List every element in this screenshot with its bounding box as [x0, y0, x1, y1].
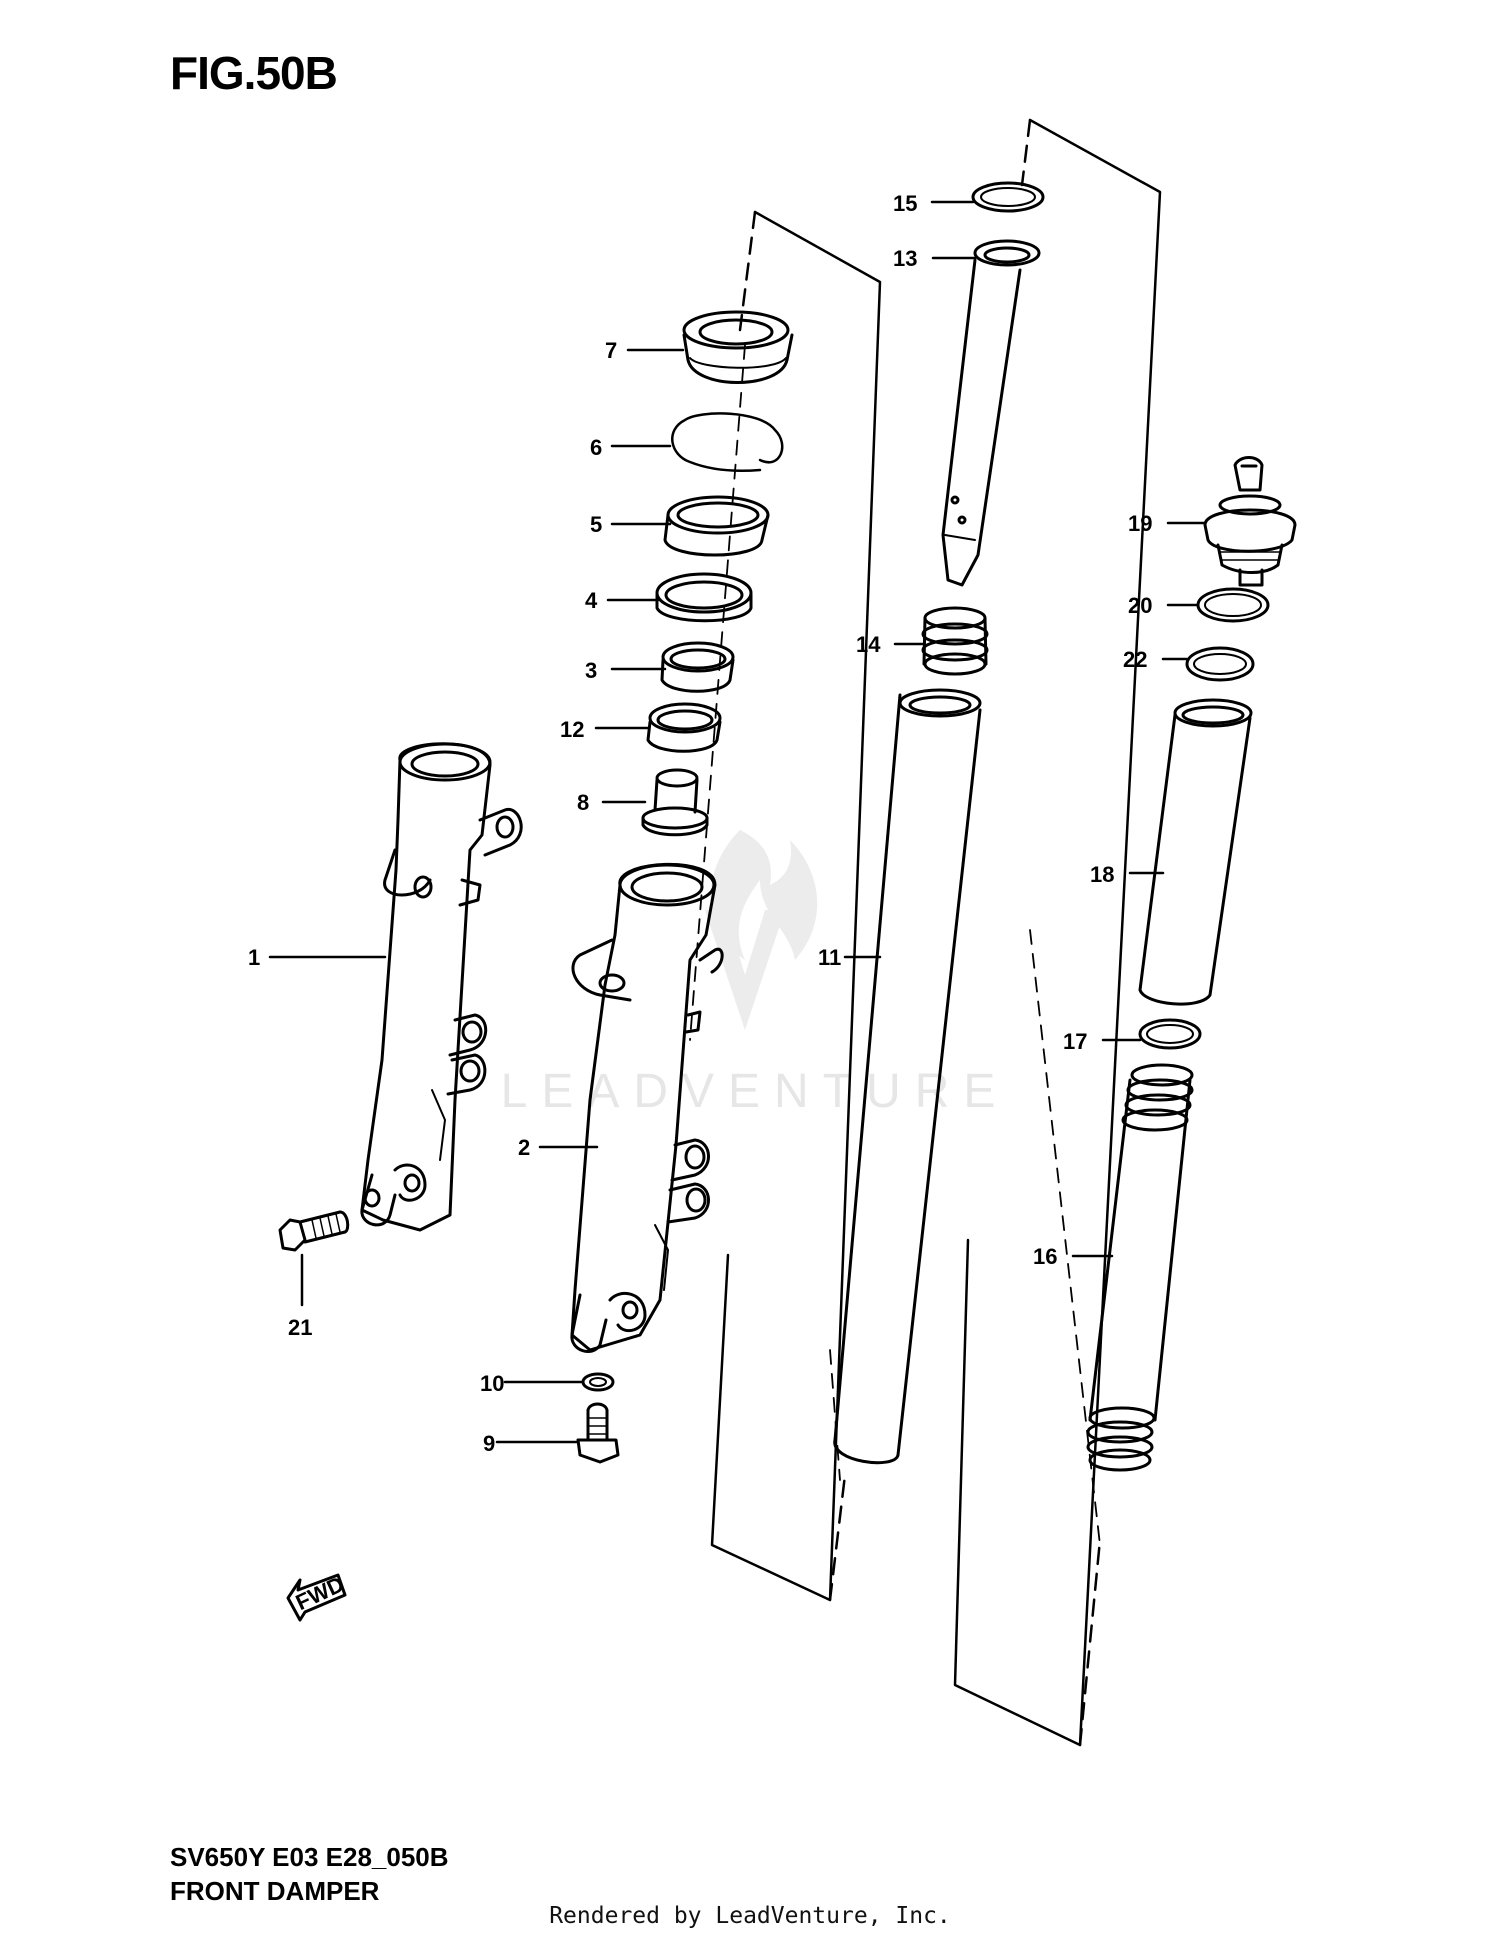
callout-10: 10: [480, 1371, 504, 1396]
callout-22: 22: [1123, 647, 1147, 672]
washer-17: [1138, 1018, 1202, 1050]
callout-21: 21: [288, 1315, 312, 1340]
inner-tube: [833, 688, 982, 1465]
axis-lines: [689, 344, 1101, 1546]
callout-3: 3: [585, 658, 597, 683]
callout-4: 4: [585, 588, 598, 613]
callout-13: 13: [893, 246, 917, 271]
callout-9: 9: [483, 1431, 495, 1456]
fwd-label: FWD: [292, 1571, 348, 1615]
figure-title: FIG.50B: [170, 47, 338, 99]
callout-8: 8: [577, 790, 589, 815]
callout-19: 19: [1128, 511, 1152, 536]
leader-lines: [268, 200, 1207, 1444]
forward-direction-arrow: FWD: [286, 1571, 348, 1622]
callout-labels: 1 2 3 4 5 6 7 8 9 10 11 12 13 14 15 16 1…: [248, 191, 1152, 1456]
oil-seal-spacer: [655, 572, 753, 623]
figure-code: SV650Y E03 E28_050B: [170, 1842, 449, 1872]
watermark: LEADVENTURE: [501, 830, 1010, 1118]
rebound-spring: [921, 606, 989, 676]
callout-1: 1: [248, 945, 260, 970]
spacer-tube: [1138, 698, 1253, 1006]
assembly-outline-inner-tube: [710, 210, 882, 1602]
callout-20: 20: [1128, 593, 1152, 618]
callout-17: 17: [1063, 1029, 1087, 1054]
fork-spring: [1086, 1063, 1194, 1472]
callout-14: 14: [856, 632, 881, 657]
callout-2: 2: [518, 1135, 530, 1160]
callout-6: 6: [590, 435, 602, 460]
pinch-bolt: [278, 1210, 350, 1252]
guide-bush-upper: [660, 641, 735, 693]
callout-16: 16: [1033, 1244, 1057, 1269]
callout-15: 15: [893, 191, 917, 216]
washer-10: [581, 1372, 615, 1392]
callout-7: 7: [605, 338, 617, 363]
outer-tube-right: [570, 862, 724, 1353]
callout-12: 12: [560, 717, 584, 742]
watermark-text: LEADVENTURE: [501, 1065, 1010, 1118]
callout-5: 5: [590, 512, 602, 537]
o-ring-15: [971, 181, 1045, 213]
dust-seal: [682, 310, 794, 384]
oil-seal: [663, 495, 770, 557]
oil-lock-piece: [641, 768, 709, 837]
figure-name: FRONT DAMPER: [170, 1876, 380, 1906]
callout-11: 11: [818, 945, 841, 970]
cap-bolt: [1203, 456, 1297, 587]
retaining-clip: [671, 412, 784, 472]
callout-18: 18: [1090, 862, 1114, 887]
assembly-outline-damper-rod: [953, 118, 1162, 1747]
damper-rod-bolt: [576, 1402, 620, 1464]
guide-bush-lower: [646, 702, 722, 753]
washer-22: [1185, 646, 1255, 682]
outer-tube-left: [360, 742, 523, 1232]
footer-credit: Rendered by LeadVenture, Inc.: [549, 1903, 951, 1929]
damper-rod-cylinder: [941, 239, 1041, 587]
